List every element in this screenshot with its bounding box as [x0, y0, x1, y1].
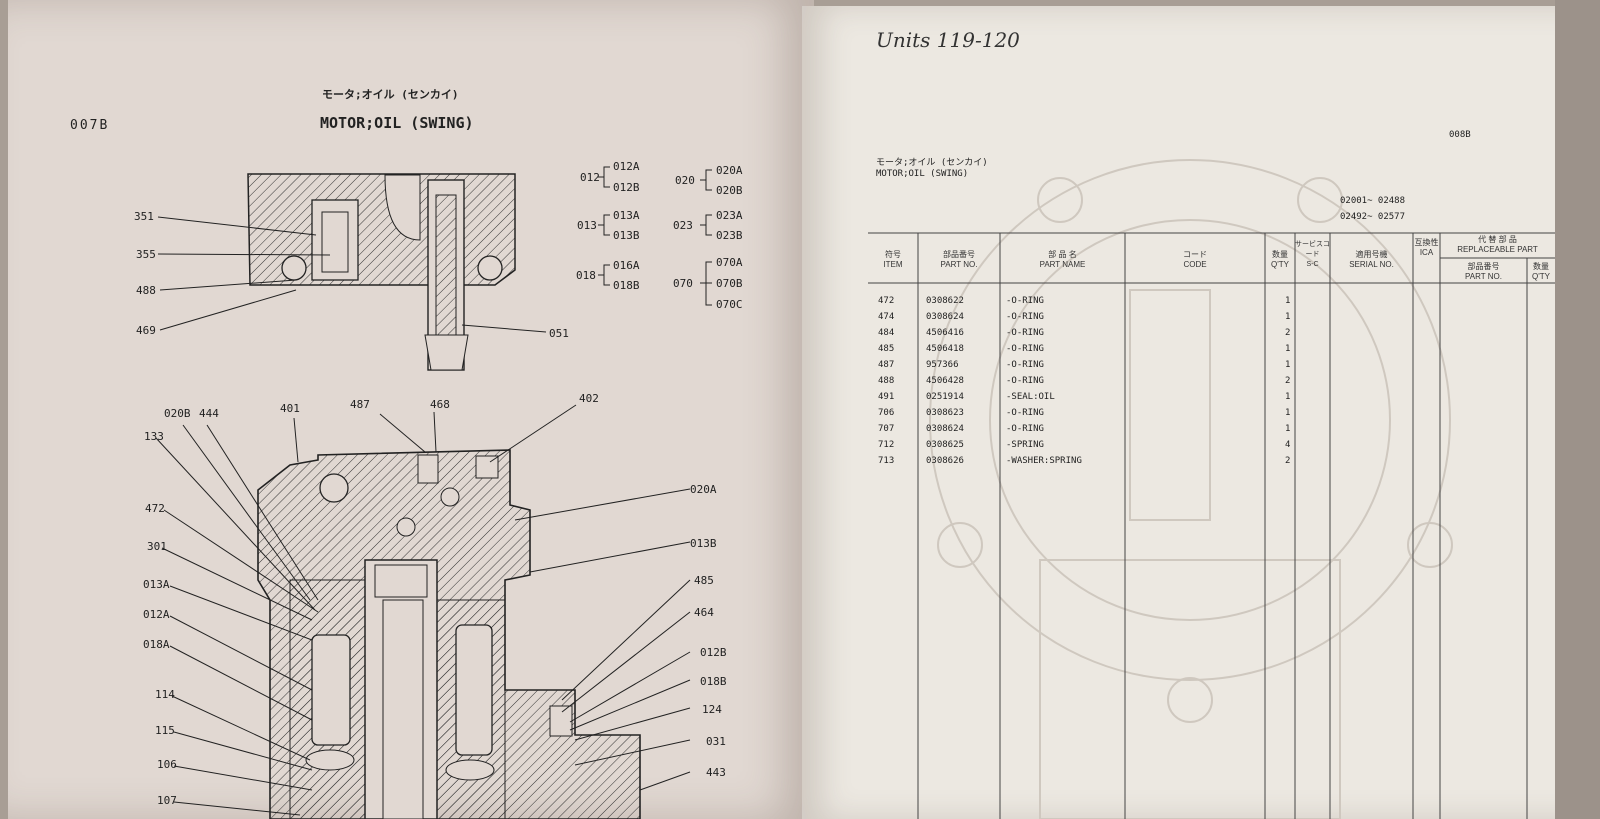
bleed-through-drawing [929, 159, 1453, 819]
group-parent-070: 070 [673, 277, 693, 290]
group-child: 023A [716, 209, 743, 222]
callout: 020A [690, 483, 717, 496]
col-header-repl-part: 部品番号 PART NO. [1465, 262, 1502, 281]
callout: 402 [579, 392, 599, 405]
group-child: 016A [613, 259, 640, 272]
callout: 469 [136, 324, 156, 337]
callout: 013B [690, 537, 717, 550]
group-parent-018: 018 [576, 269, 596, 282]
group-child: 070A [716, 256, 743, 269]
col-header-item: 符号 ITEM [883, 250, 903, 269]
col-header-sc: サービスコード S-C [1295, 241, 1330, 268]
callout: 018B [700, 675, 727, 688]
callout: 114 [155, 688, 175, 701]
serial-range: 02492~ 02577 [1340, 212, 1406, 222]
page-title-jp: モータ;オイル (センカイ) [876, 158, 988, 168]
motor-housing-drawing [257, 449, 641, 819]
col-header-repl-qty: 数量 Q'TY [1532, 262, 1550, 281]
col-header-code: コード CODE [1183, 250, 1207, 269]
page-code: 008B [1449, 130, 1471, 140]
callout: 472 [145, 502, 165, 515]
group-child: 020A [716, 164, 743, 177]
col-header-part-name: 部 品 名 PART NAME [1039, 250, 1086, 269]
callout: 488 [136, 284, 156, 297]
serial-range: 02001~ 02488 [1340, 196, 1406, 206]
callout: 013A [143, 578, 170, 591]
callout: 464 [694, 606, 714, 619]
callout: 020B [164, 407, 191, 420]
page-title-jp: モータ;オイル (センカイ) [322, 88, 459, 101]
callout: 124 [702, 703, 722, 716]
group-child: 013B [613, 229, 640, 242]
valve-block-drawing [247, 173, 516, 371]
page-edge [1555, 0, 1600, 819]
group-child: 012A [613, 160, 640, 173]
group-child: 020B [716, 184, 743, 197]
group-parent-013: 013 [577, 219, 597, 232]
group-child: 070B [716, 277, 743, 290]
handwritten-note: Units 119-120 [876, 28, 1020, 52]
col-header-serial: 適用号機 SERIAL NO. [1349, 250, 1394, 269]
callout: 012A [143, 608, 170, 621]
group-child: 070C [716, 298, 743, 311]
callout: 355 [136, 248, 156, 261]
group-child: 012B [613, 181, 640, 194]
callout: 133 [144, 430, 164, 443]
callout: 018A [143, 638, 170, 651]
leader-lines [155, 216, 691, 816]
callout: 031 [706, 735, 726, 748]
group-parent-020: 020 [675, 174, 695, 187]
page-title: MOTOR;OIL (SWING) [320, 114, 474, 132]
callout: 301 [147, 540, 167, 553]
callout: 444 [199, 407, 219, 420]
col-header-qty: 数量 Q'TY [1271, 250, 1289, 269]
callout: 012B [700, 646, 727, 659]
col-header-replaceable: 代 替 部 品 REPLACEABLE PART [1457, 235, 1538, 254]
callout: 468 [430, 398, 450, 411]
group-brackets [598, 166, 712, 306]
group-child: 013A [613, 209, 640, 222]
group-parent-023: 023 [673, 219, 693, 232]
callout: 485 [694, 574, 714, 587]
page-code: 007B [70, 118, 110, 133]
callout: 106 [157, 758, 177, 771]
callout: 051 [549, 327, 569, 340]
callout: 107 [157, 794, 177, 807]
callout: 115 [155, 724, 175, 737]
callout: 401 [280, 402, 300, 415]
col-header-part-no: 部品番号 PART NO. [940, 250, 978, 269]
page-title: MOTOR;OIL (SWING) [876, 169, 969, 179]
callout: 443 [706, 766, 726, 779]
col-header-ica: 互換性 ICA [1414, 238, 1439, 257]
callout: 487 [350, 398, 370, 411]
group-parent-012: 012 [580, 171, 600, 184]
callout: 351 [134, 210, 154, 223]
group-child: 023B [716, 229, 743, 242]
group-child: 018B [613, 279, 640, 292]
